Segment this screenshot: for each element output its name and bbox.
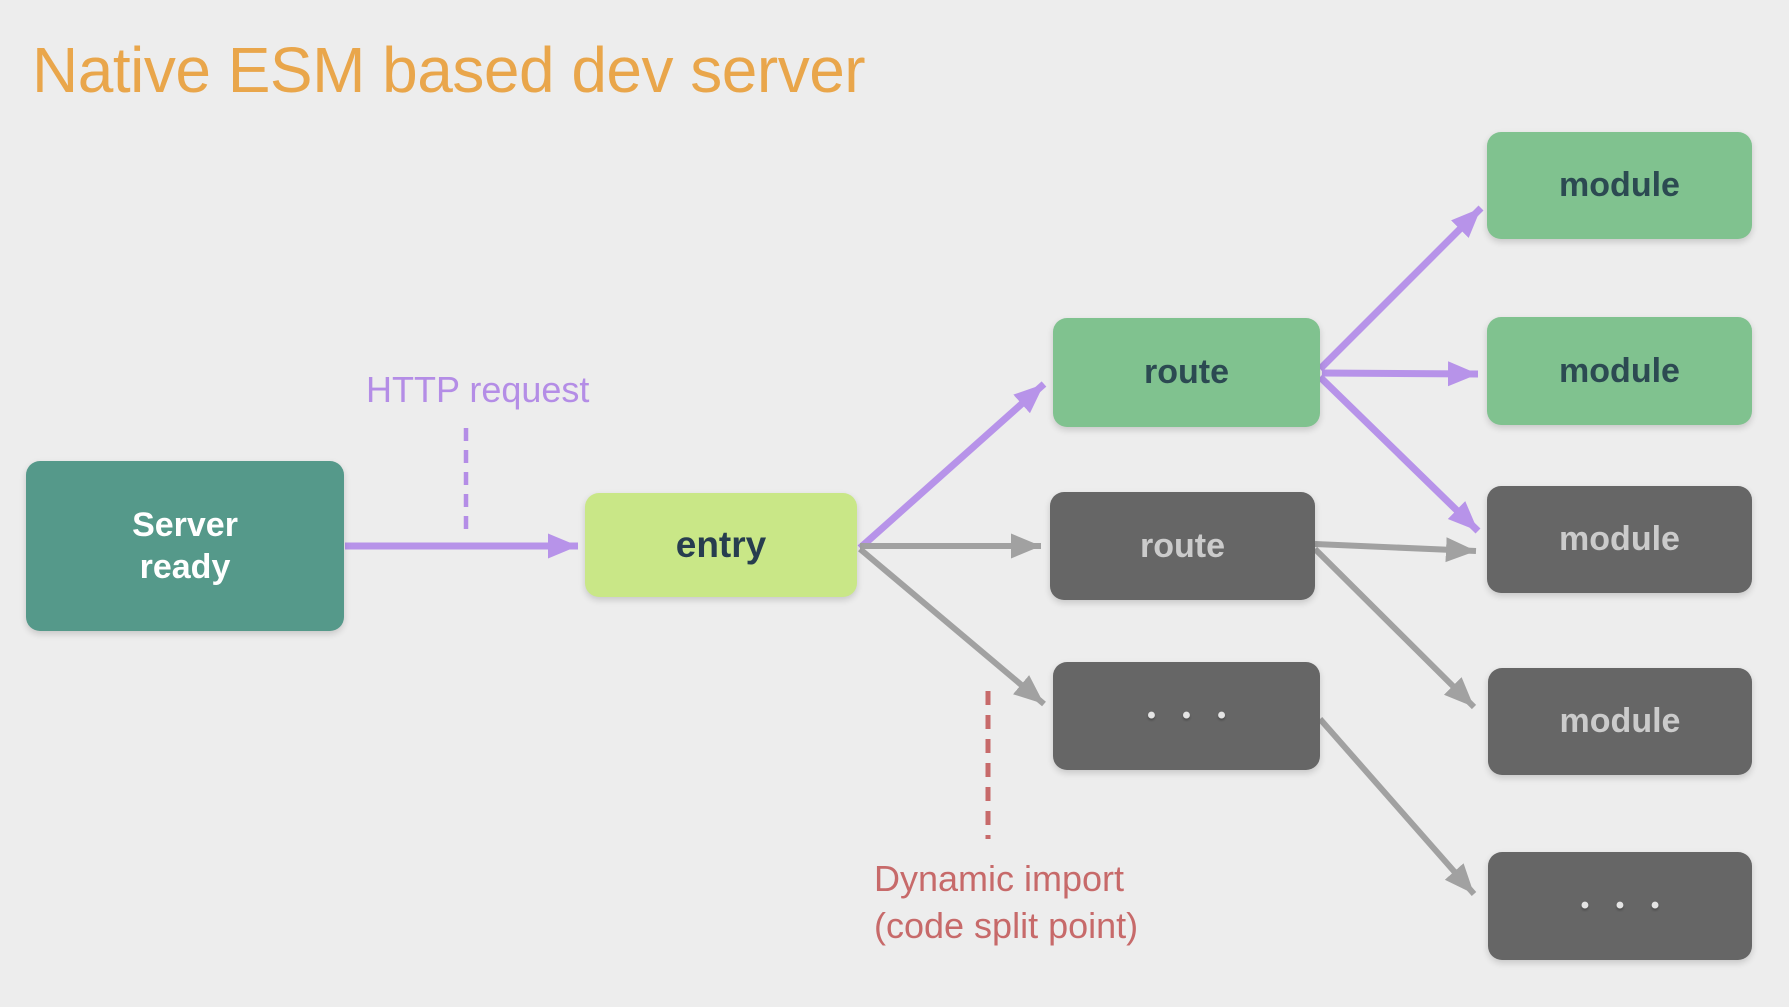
ellipsis-right-node: • • • xyxy=(1488,852,1752,960)
edge-entry-more-mid xyxy=(858,546,1046,707)
edge-route-green-module-2 xyxy=(1321,361,1479,387)
server-ready-node: Server ready xyxy=(26,461,344,631)
module-green-1-node: module xyxy=(1487,132,1752,239)
edge-route-green-module-1 xyxy=(1317,205,1484,372)
http-request-label: HTTP request xyxy=(366,369,590,410)
page-title: Native ESM based dev server xyxy=(32,34,866,106)
edge-more-mid-more-right xyxy=(1317,717,1477,896)
ellipsis-mid-node: • • • xyxy=(1053,662,1320,770)
entry-node: entry xyxy=(585,493,857,597)
module-green-2-node: module xyxy=(1487,317,1752,425)
route-green-node: route xyxy=(1053,318,1320,427)
route-gray-node: route xyxy=(1050,492,1315,600)
edge-entry-route-green xyxy=(857,381,1047,551)
dynamic-import-label: Dynamic import (code split point) xyxy=(874,858,1139,946)
module-gray-1-node: module xyxy=(1487,486,1752,593)
edge-route-gray-module-gray-2 xyxy=(1312,546,1477,710)
edge-route-green-module-gray-1 xyxy=(1317,374,1481,534)
edge-route-gray-module-gray-1 xyxy=(1314,537,1477,563)
module-gray-2-node: module xyxy=(1488,668,1752,775)
